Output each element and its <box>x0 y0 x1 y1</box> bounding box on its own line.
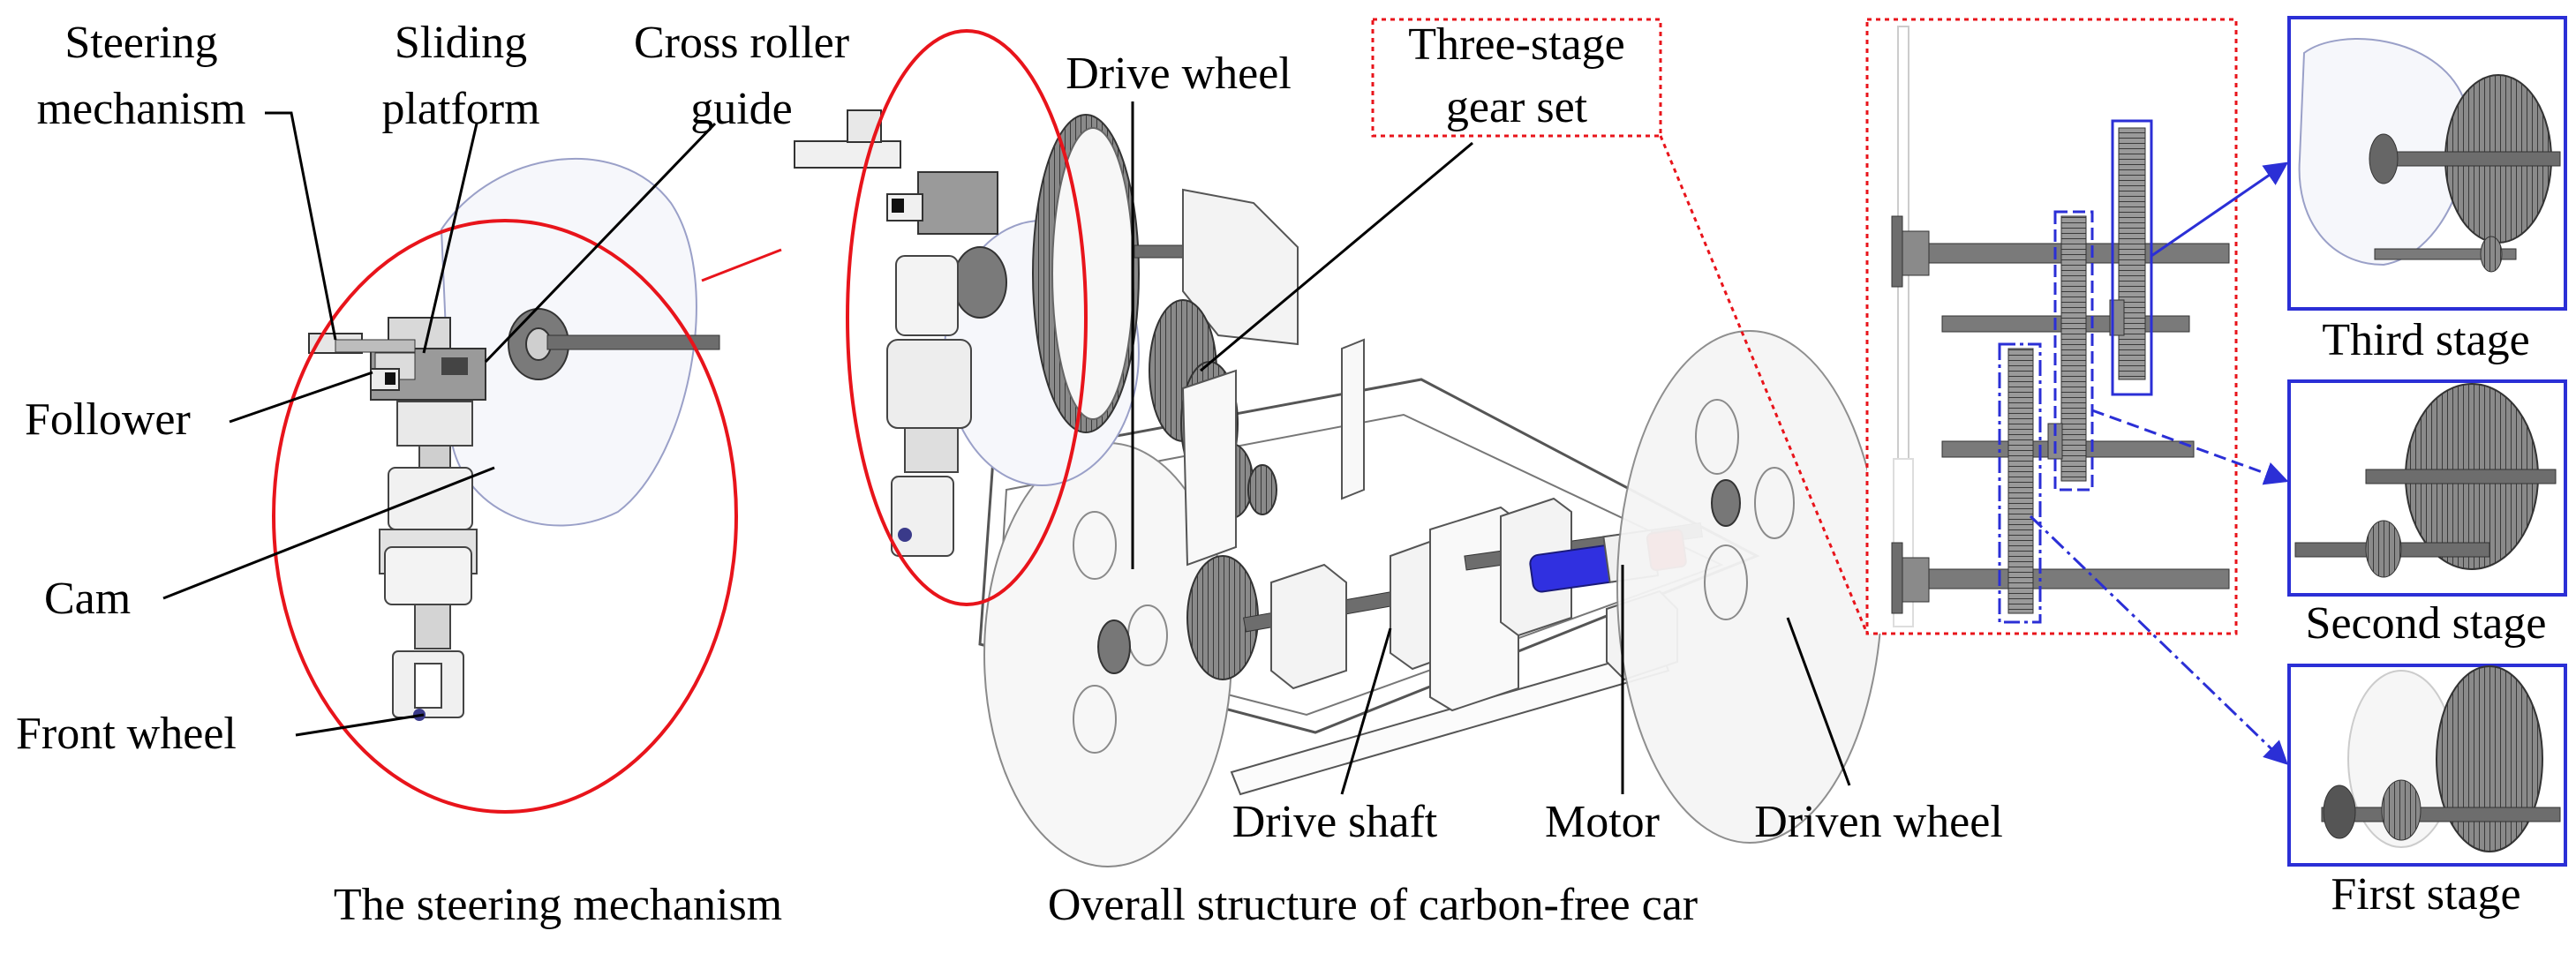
label-follower: Follower <box>25 394 191 445</box>
third-stage-box <box>2111 119 2153 396</box>
cross-roller-leader <box>484 122 717 364</box>
cam-shaft <box>546 334 720 350</box>
label-gear-set-1: Three-stage <box>1408 19 1624 70</box>
label-cam: Cam <box>44 574 131 624</box>
drive-shaft-leader <box>1340 627 1392 795</box>
shaft-4 <box>1897 568 2230 589</box>
driven-wheel-leader <box>1786 617 1851 786</box>
gear-third <box>2118 127 2146 380</box>
first-stage-box <box>1998 342 2042 624</box>
label-drive-shaft: Drive shaft <box>1232 797 1438 847</box>
steering-leader <box>265 111 337 341</box>
label-drive-wheel: Drive wheel <box>1066 49 1292 99</box>
steering-mechanism-drawing <box>308 157 720 721</box>
gear-label-dotted-box <box>1371 18 1662 138</box>
second-stage-panel <box>2287 379 2567 597</box>
steering-zoom-ellipse <box>846 29 1088 606</box>
leader-lines <box>162 101 1851 795</box>
gear-second <box>2060 215 2087 482</box>
label-cross-roller-1: Cross roller <box>634 18 849 68</box>
label-steering-2: mechanism <box>37 84 246 134</box>
steering-zoom-drawing <box>794 109 1007 557</box>
first-stage-gear <box>2436 665 2543 852</box>
label-third-stage: Third stage <box>2322 315 2529 365</box>
label-gear-set-2: gear set <box>1446 82 1588 132</box>
cam-leader <box>162 466 495 600</box>
label-sliding-2: platform <box>381 84 539 134</box>
gear-zoom-connector <box>1659 135 1869 634</box>
third-stage-panel <box>2287 16 2567 311</box>
label-driven-wheel: Driven wheel <box>1754 797 2003 847</box>
label-front-wheel: Front wheel <box>16 709 237 759</box>
label-first-stage: First stage <box>2331 869 2520 920</box>
caption-overall: Overall structure of carbon-free car <box>1048 880 1698 930</box>
steering-highlight-ellipse <box>272 219 738 814</box>
first-stage-panel <box>2287 664 2567 867</box>
column-upper <box>388 467 473 530</box>
second-stage-arrow <box>2091 409 2289 485</box>
caption-steering: The steering mechanism <box>334 880 782 930</box>
label-second-stage: Second stage <box>2306 598 2547 649</box>
zoom-connector-line <box>701 248 782 282</box>
front-wheel-leader <box>295 713 425 737</box>
third-stage-arrow <box>2150 161 2289 258</box>
sliding-leader <box>422 123 478 354</box>
gear-set-leader <box>1200 141 1473 372</box>
label-cross-roller-2: guide <box>690 84 793 134</box>
labels: Steering mechanism Sliding platform Cros… <box>16 18 2546 930</box>
car-drawing <box>944 114 1883 867</box>
label-motor: Motor <box>1545 797 1660 847</box>
label-sliding-1: Sliding <box>395 18 527 68</box>
label-steering-1: Steering <box>64 18 217 68</box>
follower-leader <box>229 371 373 424</box>
gear-first <box>2007 348 2034 614</box>
second-stage-box <box>2053 210 2094 492</box>
